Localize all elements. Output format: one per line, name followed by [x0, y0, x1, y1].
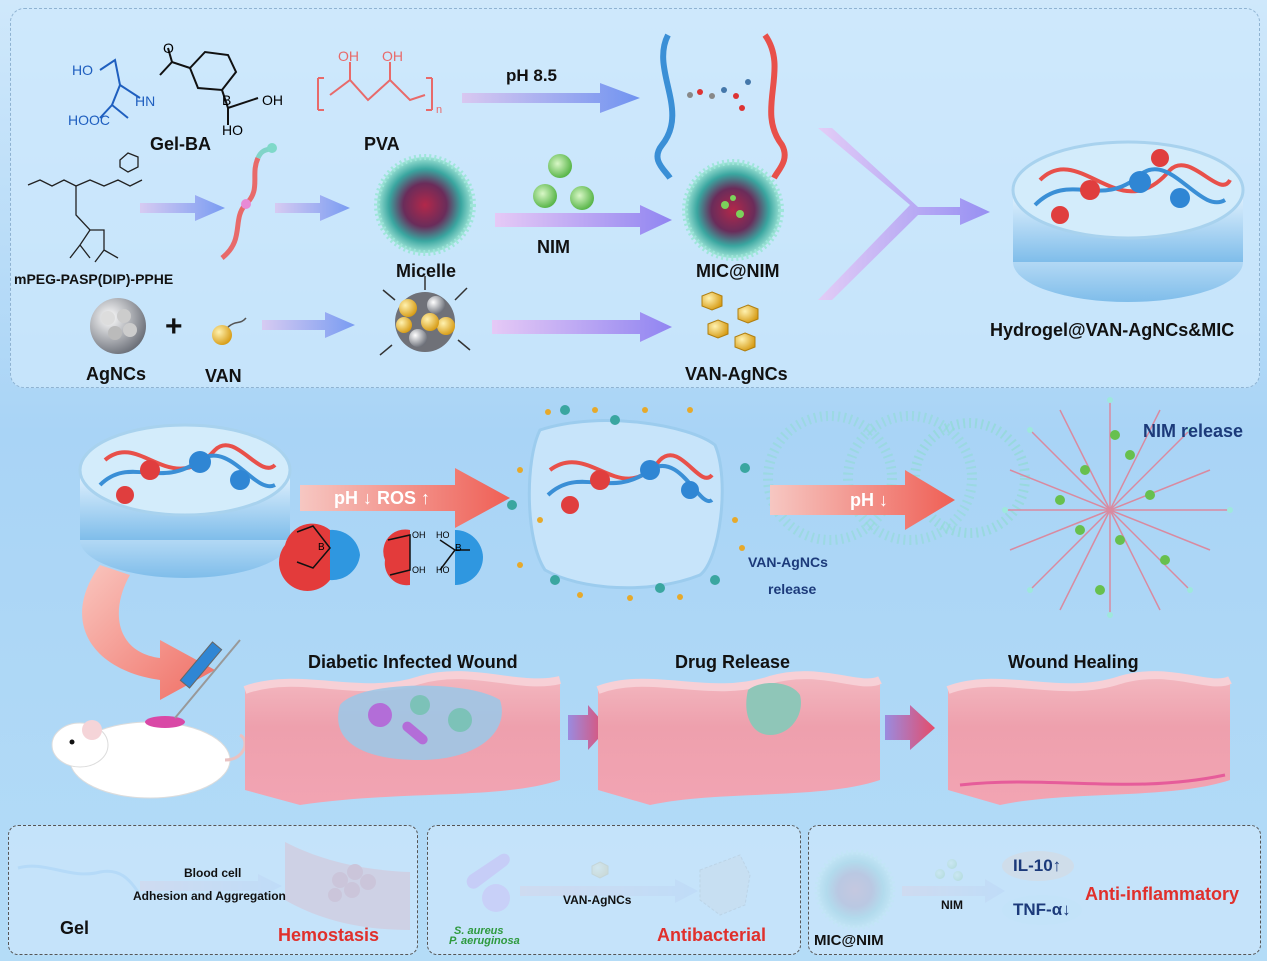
- skin-arrow-2: [885, 705, 935, 750]
- arrow-ph-ros-label: pH ↓ ROS ↑: [334, 488, 431, 508]
- arrow-van: [262, 312, 355, 338]
- antibac-arrow-label: VAN-AgNCs: [563, 893, 632, 907]
- red-strand: [762, 33, 788, 180]
- boronate-link: [687, 79, 751, 111]
- gelba-ring: [159, 47, 259, 125]
- arrow-vanagncs: [492, 312, 672, 342]
- pva-oh1: OH: [338, 48, 359, 64]
- bacteria-label-2: P. aeruginosa: [449, 935, 520, 947]
- arrow-nim: [495, 205, 672, 235]
- pva-label: PVA: [364, 134, 400, 154]
- arrow-mpeg-2: [275, 195, 350, 221]
- ph-label: pH 8.5: [506, 66, 558, 85]
- gel-label: Gel: [60, 918, 90, 938]
- van-label: VAN: [205, 366, 242, 386]
- plus-sign: +: [165, 310, 183, 343]
- acid-ho-b: HO: [436, 565, 450, 575]
- nim-particles: [533, 154, 594, 210]
- hydrogel-middle-left: [78, 423, 292, 578]
- hemo-arrow-bottom: Adhesion and Aggregation: [133, 889, 286, 903]
- blue-strand: [654, 33, 676, 180]
- gelba-o: O: [163, 40, 174, 56]
- vanagncs-release-2: release: [768, 581, 817, 597]
- antiinflammatory-label: Anti-inflammatory: [1085, 884, 1240, 904]
- gelba-ho: HO: [72, 62, 93, 78]
- released-particles: [507, 405, 750, 601]
- gelba-hooc: HOOC: [68, 112, 110, 128]
- nim-release-tips: [1002, 397, 1233, 618]
- gelba-label: Gel-BA: [150, 134, 212, 154]
- micelle-burst: [763, 411, 1030, 545]
- antiinflammatory-box: [808, 825, 1261, 955]
- arrow-ph-down-label: pH ↓: [850, 490, 888, 510]
- gelba-b: B: [222, 92, 232, 108]
- hemostasis-box: [8, 825, 418, 955]
- hemo-arrow-top: Blood cell: [184, 866, 242, 880]
- antibacterial-label: Antibacterial: [657, 925, 767, 945]
- converge-arrows: [818, 128, 990, 300]
- mpeg-label: mPEG-PASP(DIP)-PPHE: [14, 271, 174, 287]
- micelle-label: Micelle: [396, 261, 457, 281]
- nim-label: NIM: [537, 237, 570, 257]
- diol-icon: [383, 529, 411, 586]
- gelba-oh2: HO: [222, 122, 243, 138]
- pva-structure: [317, 62, 433, 111]
- van-agncs-particles: [701, 291, 759, 352]
- diol-oh-a: OH: [412, 530, 426, 540]
- il10-label: IL-10↑: [1013, 856, 1062, 875]
- mouse-graphic: [51, 716, 247, 799]
- bacteria-label-1: S. aureus: [454, 925, 504, 937]
- boronate-ester-icon: [279, 523, 360, 591]
- stage-drug-release: Drug Release: [675, 652, 791, 672]
- micelle-graphic: [374, 154, 476, 256]
- hydrogel-top: [1011, 140, 1245, 302]
- ph-arrow: [462, 83, 640, 113]
- skin-block-2: [596, 671, 882, 805]
- vanagncs-release-1: VAN-AgNCs: [748, 554, 828, 570]
- micnim-label: MIC@NIM: [696, 261, 780, 281]
- gelba-oh1: OH: [262, 92, 283, 108]
- gelba-structure: [99, 58, 141, 119]
- tnf-label: TNF-α↓: [1013, 900, 1071, 919]
- arrow-mpeg-1: [140, 195, 225, 221]
- mpeg-structure: [27, 152, 143, 263]
- arrow-ph-ros: [300, 468, 510, 528]
- pva-n: n: [436, 104, 443, 116]
- gelba-hn: HN: [135, 93, 156, 109]
- acid-b: B: [455, 543, 462, 554]
- van-graphic: [212, 317, 247, 345]
- hydrogel-label: Hydrogel@VAN-AgNCs&MIC: [990, 320, 1235, 340]
- micnim-graphic: [682, 159, 784, 261]
- acid-ho-a: HO: [436, 530, 450, 540]
- syringe-graphic: [174, 639, 241, 719]
- boronic-acid-icon: [439, 530, 483, 585]
- nim-green-dots: [1055, 430, 1170, 595]
- inflam-arrow-label: NIM: [941, 898, 963, 912]
- skin-block-1: [243, 671, 561, 805]
- nim-release-label: NIM release: [1143, 421, 1244, 441]
- curved-arrow: [82, 565, 215, 700]
- micnim-small-label: MIC@NIM: [814, 932, 884, 949]
- polymer-chain: [220, 156, 261, 260]
- ester-b: B: [318, 542, 325, 553]
- hydrogel-middle-right: [527, 419, 724, 590]
- agncs-label: AgNCs: [86, 364, 147, 384]
- antibacterial-box: [427, 825, 801, 955]
- nim-release-burst: [1005, 400, 1230, 615]
- pva-oh2: OH: [382, 48, 403, 64]
- vanagncs-label: VAN-AgNCs: [685, 364, 788, 384]
- agncs-graphic: [90, 298, 146, 354]
- van-agncs-cluster: [379, 276, 471, 356]
- arrow-ph-down: [770, 470, 955, 530]
- hemostasis-label: Hemostasis: [278, 925, 380, 945]
- stage-wound-healing: Wound Healing: [1008, 652, 1139, 672]
- diol-oh-b: OH: [412, 565, 426, 575]
- stage-diabetic: Diabetic Infected Wound: [308, 652, 518, 672]
- skin-block-3: [946, 671, 1232, 805]
